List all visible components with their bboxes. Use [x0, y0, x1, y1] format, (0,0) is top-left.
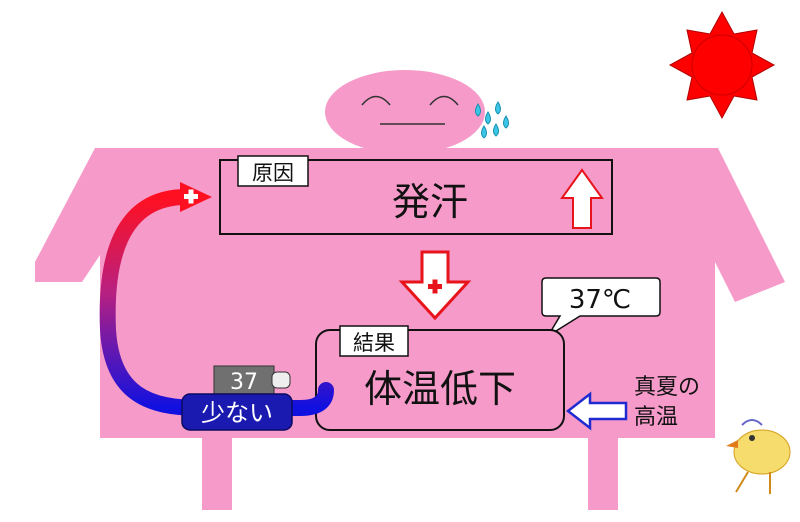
- up-arrow-icon: [560, 168, 604, 229]
- sweat-drops-icon: [475, 101, 509, 139]
- loop-label: 少ない: [201, 399, 273, 427]
- body-leg-left: [202, 436, 232, 510]
- result-text: 体温低下: [364, 367, 516, 411]
- sun-icon: [668, 10, 776, 120]
- cause-tag-box: [237, 155, 309, 187]
- result-tag-box: [339, 325, 409, 357]
- down-arrow-plus-icon: [398, 250, 472, 321]
- external-factor-line1: 真夏の: [634, 375, 700, 400]
- cause-tag: 原因: [252, 161, 294, 185]
- eye-right: [429, 95, 459, 106]
- cause-box: 原因 発汗: [219, 155, 613, 235]
- body-leg-right: [588, 436, 618, 510]
- chick-icon: [726, 419, 791, 494]
- result-tag: 結果: [353, 331, 395, 355]
- cause-text: 発汗: [392, 180, 468, 224]
- thermometer-icon: 37: [213, 365, 291, 395]
- result-box: 結果 体温低下: [315, 325, 565, 431]
- eye-left: [361, 95, 391, 106]
- external-factor-line2: 高温: [634, 405, 678, 430]
- external-factor-arrow: [565, 391, 628, 431]
- temperature-bubble-text: 37℃: [569, 285, 631, 315]
- feedback-loop-arrow: [99, 182, 334, 416]
- temperature-bubble: 37℃: [541, 277, 661, 337]
- thermometer-reading: 37: [230, 370, 258, 395]
- head: [325, 70, 485, 154]
- loop-label-box: 少ない: [181, 393, 293, 431]
